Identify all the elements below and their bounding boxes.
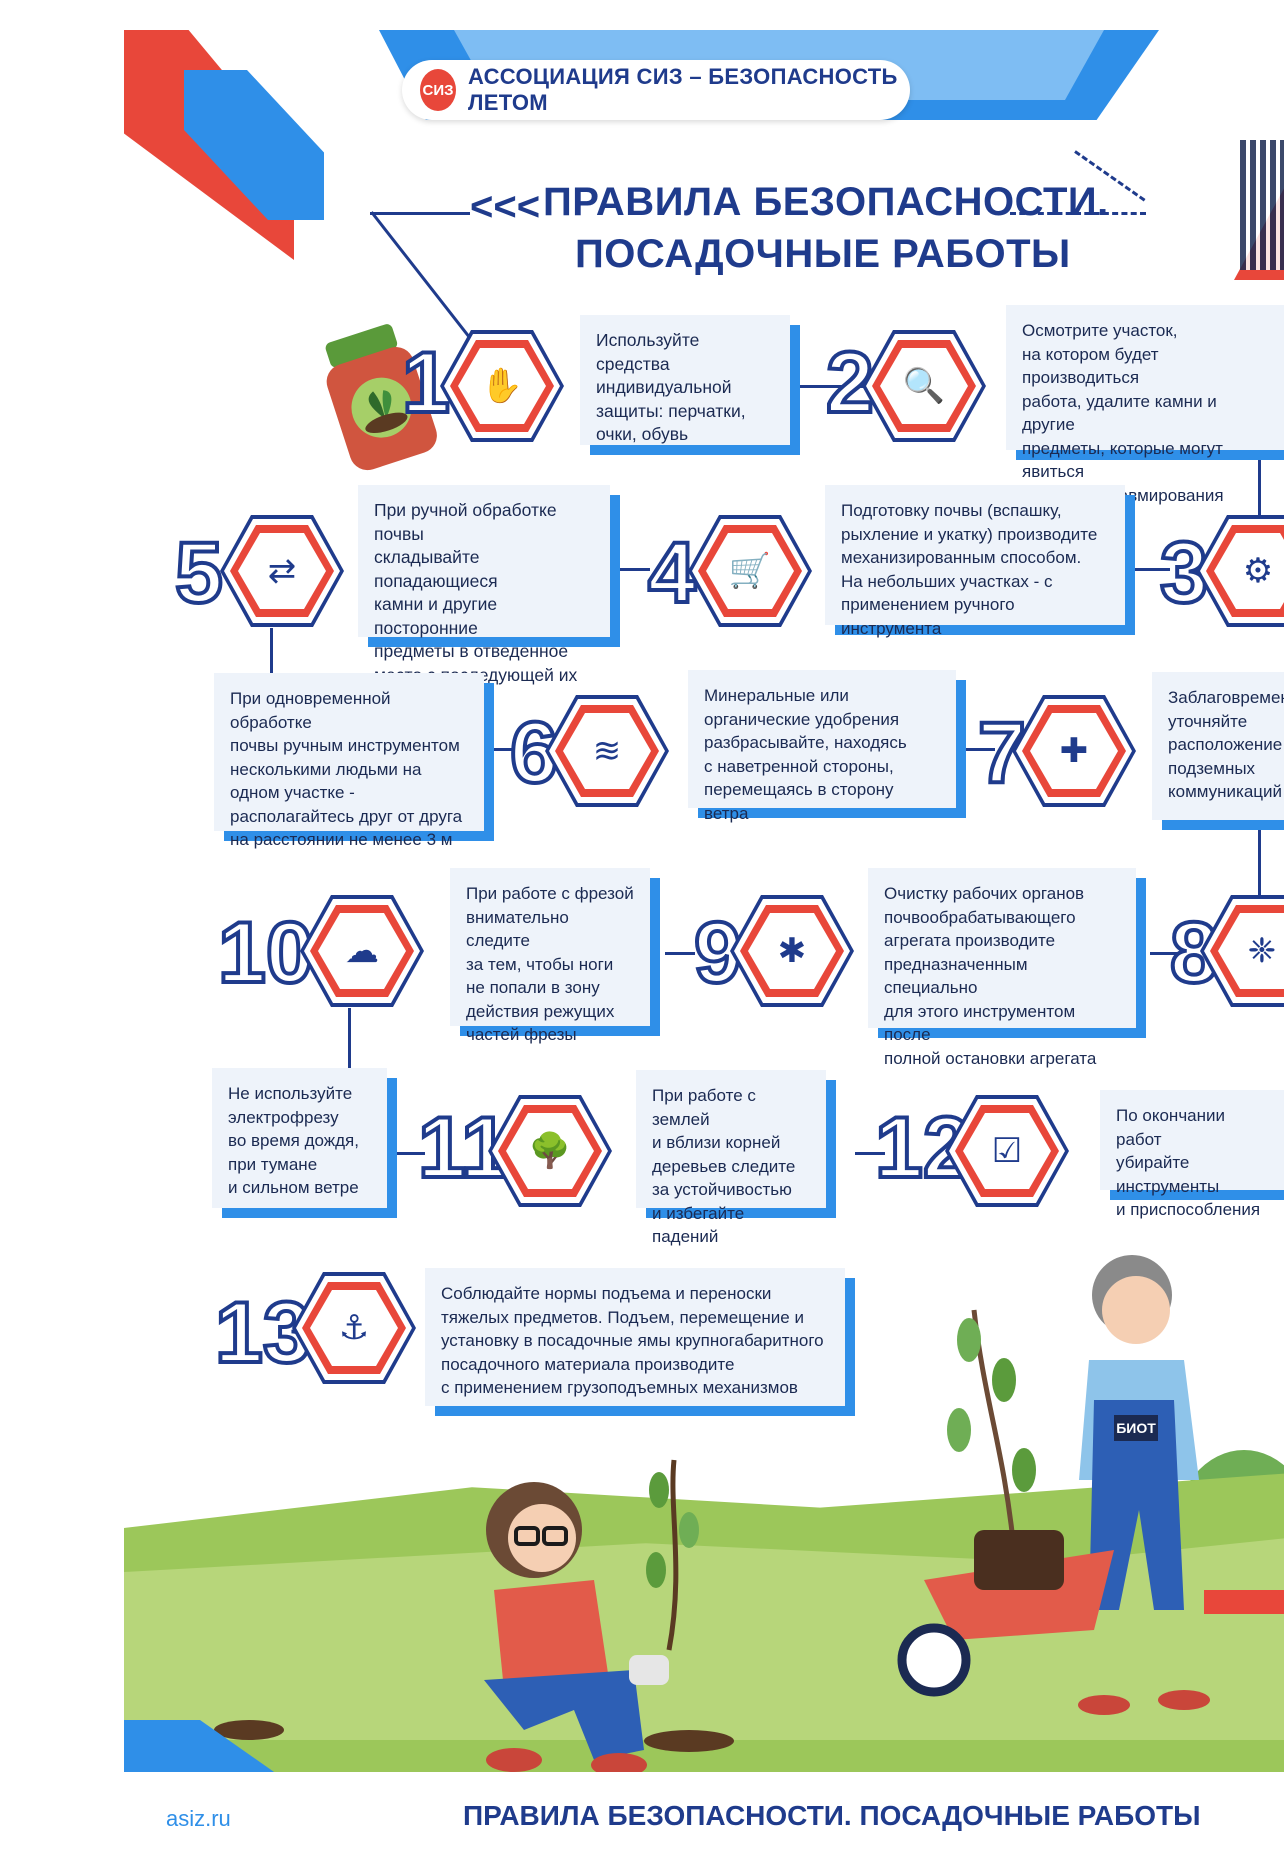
rule-card: При работе с землей и вблизи корней дере… xyxy=(636,1070,826,1246)
footer-title: ПРАВИЛА БЕЗОПАСНОСТИ. ПОСАДОЧНЫЕ РАБОТЫ xyxy=(463,1800,1201,1831)
rule-card: Осмотрите участок, на котором будет прои… xyxy=(1006,305,1284,505)
rule-number: 10 xyxy=(216,905,316,1001)
connector xyxy=(855,1152,885,1155)
rule-text: Подготовку почвы (вспашку, рыхление и ук… xyxy=(841,501,1098,638)
connector xyxy=(965,748,995,751)
connector xyxy=(665,952,695,955)
rule-card: Не используйте электрофрезу во время дож… xyxy=(212,1068,387,1208)
connector xyxy=(395,1152,425,1155)
tree-warning-icon: 🌳 xyxy=(528,1131,572,1171)
connector xyxy=(600,568,650,571)
rule-card: При ручной обработке почвы складывайте п… xyxy=(358,485,610,708)
rule-badge: ✋ xyxy=(440,330,564,442)
connector xyxy=(1258,818,1261,898)
rule-card: Соблюдайте нормы подъема и переноски тяж… xyxy=(425,1268,845,1406)
seed-jar-icon xyxy=(325,324,437,471)
rule-text: При ручной обработке почвы складывайте п… xyxy=(374,500,578,708)
rule-badge: ☑ xyxy=(945,1095,1069,1207)
rule-badge: 🛒 xyxy=(688,515,812,627)
rule-text: Очистку рабочих органов почвообрабатываю… xyxy=(884,884,1097,1068)
rule-text: По окончании работ убирайте инструменты … xyxy=(1116,1106,1261,1219)
gloves-icon: ✋ xyxy=(480,366,524,406)
rule-card: По окончании работ убирайте инструменты … xyxy=(1100,1090,1284,1219)
cutter-person-icon: ✱ xyxy=(777,931,807,971)
rule-card: Заблаговремен уточняйте расположение под… xyxy=(1152,672,1284,820)
rule-text: При одновременной обработке почвы ручным… xyxy=(230,689,463,849)
corner-decoration-blue xyxy=(184,70,324,220)
rule-badge: 🌳 xyxy=(488,1095,612,1207)
connector xyxy=(1150,952,1180,955)
rule-card: При работе с фрезой внимательно следите … xyxy=(450,868,650,1044)
association-name: АССОЦИАЦИЯ СИЗ – БЕЗОПАСНОСТЬ ЛЕТОМ xyxy=(467,64,898,115)
footer-site-link[interactable]: asiz.ru xyxy=(166,1806,231,1831)
tiller-icon: ❈ xyxy=(1247,931,1277,971)
rule-text: Используйте средства индивидуальной защи… xyxy=(596,330,746,444)
connector xyxy=(270,628,273,678)
rule-text: Не используйте электрофрезу во время дож… xyxy=(228,1084,359,1197)
rule-badge: ✱ xyxy=(730,895,854,1007)
wheelbarrow-icon: 🛒 xyxy=(728,551,772,591)
rule-card: Минеральные или органические удобрения р… xyxy=(688,670,956,823)
rule-card: Подготовку почвы (вспашку, рыхление и ук… xyxy=(825,485,1125,638)
rule-text: При работе с землей и вблизи корней дере… xyxy=(652,1086,796,1246)
rule-text: Минеральные или органические удобрения р… xyxy=(704,686,907,823)
rule-badge: ≋ xyxy=(545,695,669,807)
page-title-line1: ПРАВИЛА БЕЗОПАСНОСТИ. xyxy=(543,180,1109,224)
rule-card: Используйте средства индивидуальной защи… xyxy=(580,315,790,445)
connector xyxy=(1258,460,1261,520)
connector xyxy=(800,385,880,388)
rule-card: При одновременной обработке почвы ручным… xyxy=(214,673,484,849)
wind-person-icon: ≋ xyxy=(592,731,622,771)
title-arrows: <<< xyxy=(470,185,541,229)
magnifier-icon: 🔍 xyxy=(902,366,946,406)
rule-badge: ❈ xyxy=(1200,895,1284,1007)
pipes-icon: ✚ xyxy=(1059,731,1089,771)
box-check-icon: ☑ xyxy=(991,1131,1023,1171)
connector xyxy=(348,1008,351,1068)
connector xyxy=(370,212,470,215)
people-distance-icon: ⇄ xyxy=(267,551,297,591)
crane-hook-icon: ⚓ xyxy=(338,1308,370,1348)
weather-icon: ☁ xyxy=(345,931,379,971)
rule-card: Очистку рабочих органов почвообрабатываю… xyxy=(868,868,1136,1068)
connector xyxy=(490,748,520,751)
shovel-icon: ⚙ xyxy=(1242,551,1274,591)
rule-badge: ☁ xyxy=(300,895,424,1007)
rule-badge: ⚙ xyxy=(1196,515,1284,627)
rule-text: Соблюдайте нормы подъема и переноски тяж… xyxy=(441,1284,824,1397)
title-dashed-line xyxy=(1010,212,1146,215)
page-title-line2: ПОСАДОЧНЫЕ РАБОТЫ xyxy=(575,232,1071,276)
rule-badge: ⇄ xyxy=(220,515,344,627)
rule-badge: 🔍 xyxy=(862,330,986,442)
rule-badge: ✚ xyxy=(1012,695,1136,807)
rule-badge: ⚓ xyxy=(292,1272,416,1384)
rule-number: 5 xyxy=(173,525,225,621)
connector xyxy=(1125,568,1170,571)
rule-text: При работе с фрезой внимательно следите … xyxy=(466,884,634,1044)
association-banner: СИЗ АССОЦИАЦИЯ СИЗ – БЕЗОПАСНОСТЬ ЛЕТОМ xyxy=(402,60,910,120)
rule-text: Заблаговремен уточняйте расположение под… xyxy=(1168,688,1284,801)
qr-code[interactable] xyxy=(1240,140,1284,270)
association-logo: СИЗ xyxy=(420,69,456,111)
